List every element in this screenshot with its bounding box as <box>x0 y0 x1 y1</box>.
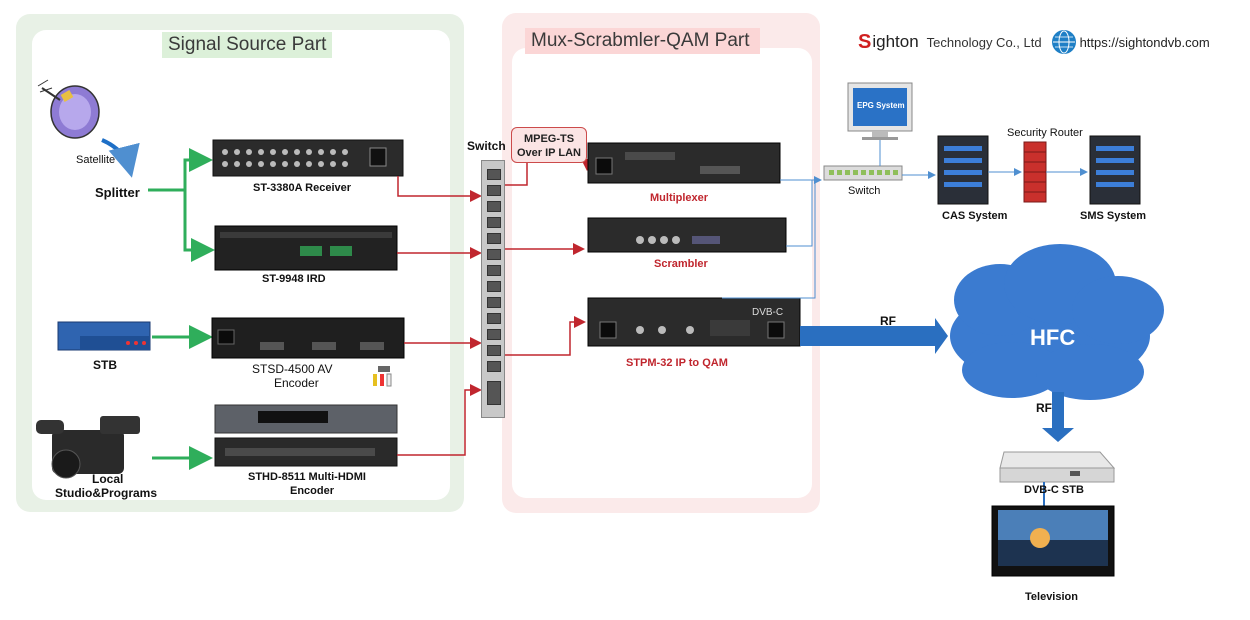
hfc-cloud-icon <box>950 244 1164 400</box>
firewall-icon <box>1023 141 1047 203</box>
ird-device <box>214 225 398 271</box>
epg-label: EPG System <box>857 101 905 110</box>
hfc-label: HFC <box>1030 325 1076 350</box>
scrambler-device <box>587 217 787 253</box>
splitter-label: Splitter <box>95 185 140 200</box>
local-label-2: Studio&Programs <box>55 486 158 500</box>
mux-panel-inner <box>512 48 812 498</box>
brand-suffix: Technology Co., Ltd <box>926 34 1042 50</box>
switch-port <box>487 361 501 372</box>
mpeg-ts-line2: Over IP LAN <box>517 147 581 159</box>
local-label-1: Local <box>92 472 124 486</box>
receiver-to-switch-line <box>397 176 482 202</box>
qam-label: STPM-32 IP to QAM <box>626 357 728 369</box>
switch-port <box>487 381 501 405</box>
stb-left-label: STB <box>93 358 117 372</box>
globe-icon <box>1051 30 1076 54</box>
stb-left-device <box>57 321 151 351</box>
brand-logo-letter: S <box>858 30 872 53</box>
splitter-to-receiver-arrow <box>148 148 213 192</box>
receiver-device <box>212 139 404 177</box>
satellite-arrow <box>101 138 140 178</box>
camera-icon <box>36 416 140 479</box>
multiplexer-device <box>587 142 781 184</box>
mux-title: Mux-Scrabmler-QAM Part <box>525 28 760 54</box>
switch-port <box>487 313 501 324</box>
switch-port <box>487 249 501 260</box>
switch-port <box>487 297 501 308</box>
av-encoder-device <box>211 317 405 359</box>
av-encoder-label-2: Encoder <box>274 376 319 390</box>
dvbc-stb-icon <box>999 451 1116 483</box>
signal-source-title: Signal Source Part <box>162 32 333 58</box>
receiver-label: ST-3380A Receiver <box>253 182 352 194</box>
mpeg-ts-box: MPEG-TS Over IP LAN <box>511 127 587 163</box>
rf-down-arrow <box>1042 392 1074 442</box>
hdmi-encoder-label-1: STHD-8511 Multi-HDMI <box>248 471 366 483</box>
av-encoder-label-1: STSD-4500 AV <box>252 362 333 376</box>
hdmi-encoder-label-2: Encoder <box>290 485 335 497</box>
switch-port <box>487 329 501 340</box>
multiplexer-label: Multiplexer <box>650 192 709 204</box>
switch-port <box>487 345 501 356</box>
satellite-dish-icon <box>37 79 100 139</box>
sms-server-icon <box>1089 135 1141 205</box>
switch-port <box>487 217 501 228</box>
switch-port <box>487 201 501 212</box>
rf-label-2: RF <box>1036 401 1052 415</box>
sms-label: SMS System <box>1080 210 1147 222</box>
cas-label: CAS System <box>942 210 1008 222</box>
television-icon <box>991 505 1115 577</box>
qam-device <box>587 297 801 347</box>
switch-port <box>487 281 501 292</box>
brand-url[interactable]: https://sightondvb.com <box>1079 34 1210 50</box>
qam-to-right-switch-line <box>722 180 816 299</box>
rf-big-arrow <box>800 318 948 354</box>
switch-to-mpeg-line <box>503 163 528 186</box>
brand-name: ighton <box>872 32 919 51</box>
cas-server-icon <box>937 135 989 205</box>
switch-port <box>487 265 501 276</box>
qam-panel-text: DVB-C <box>752 307 784 318</box>
switch-port <box>487 169 501 180</box>
scrambler-to-right-switch-line <box>786 180 813 247</box>
television-label: Television <box>1025 591 1078 603</box>
switch-port <box>487 233 501 244</box>
av-cable-icon <box>373 366 392 387</box>
scrambler-label: Scrambler <box>654 258 708 270</box>
right-switch-device <box>823 165 903 181</box>
mpeg-ts-line1: MPEG-TS <box>523 133 575 145</box>
middle-switch-rack <box>481 160 505 418</box>
security-router-label: Security Router <box>1007 127 1083 139</box>
switch-to-qam-line <box>503 316 586 356</box>
middle-switch-label: Switch <box>467 139 506 153</box>
ird-label: ST-9948 IRD <box>262 273 326 285</box>
splitter-to-ird-arrow <box>183 190 215 262</box>
dvbc-stb-label: DVB-C STB <box>1024 484 1084 496</box>
right-switch-label: Switch <box>848 185 881 197</box>
satellite-label: Satellite <box>76 154 116 166</box>
hdmi-encoder-device <box>214 404 398 467</box>
switch-port <box>487 185 501 196</box>
hdmi-encoder-to-switch-line <box>397 384 482 456</box>
brand-header: S ighton Technology Co., Ltd https://sig… <box>858 30 1210 54</box>
epg-monitor-icon <box>847 82 913 140</box>
rf-label-1: RF <box>880 314 896 328</box>
